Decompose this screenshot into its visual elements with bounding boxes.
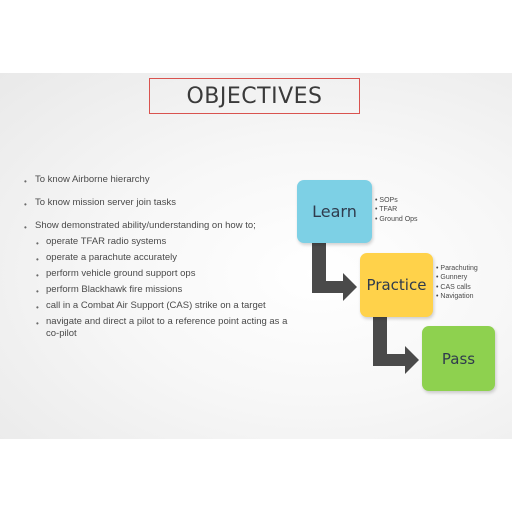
sub-bullet-dot: • <box>36 287 39 296</box>
slide-title: OBJECTIVES <box>186 83 323 109</box>
practice-item: Navigation <box>440 292 474 300</box>
slide: OBJECTIVES • To know Airborne hierarchy … <box>0 73 512 439</box>
practice-item: CAS calls <box>440 283 471 291</box>
bullet-dot: • <box>24 177 27 186</box>
pass-box: Pass <box>422 326 495 391</box>
learn-item: Ground Ops <box>379 215 418 223</box>
sub-objective-item: perform Blackhawk fire missions <box>46 284 183 295</box>
pass-label: Pass <box>441 349 476 368</box>
bullet-dot: • <box>24 223 27 232</box>
learn-item: TFAR <box>379 206 398 214</box>
objective-item: Show demonstrated ability/understanding … <box>35 220 256 231</box>
objective-item: To know Airborne hierarchy <box>35 174 150 185</box>
practice-item: Gunnery <box>440 274 468 282</box>
arrow-practice-to-pass <box>373 317 419 374</box>
bullet-dot: • <box>24 200 27 209</box>
sub-objective-item: call in a Combat Air Support (CAS) strik… <box>46 300 266 311</box>
practice-box: Practice <box>360 253 433 317</box>
learn-item: SOPs <box>379 197 398 204</box>
practice-label: Practice <box>366 276 427 294</box>
sub-bullet-dot: • <box>36 255 39 264</box>
sub-bullet-dot: • <box>36 271 39 280</box>
sub-objective-item-continuation: co-pilot <box>46 328 77 339</box>
title-box: OBJECTIVES <box>149 78 360 114</box>
learn-label: Learn <box>312 202 357 221</box>
sub-objective-item: perform vehicle ground support ops <box>46 268 196 279</box>
practice-item: Parachuting <box>440 265 478 272</box>
sub-bullet-dot: • <box>36 239 39 248</box>
arrow-learn-to-practice <box>312 243 357 301</box>
learn-box: Learn <box>297 180 372 243</box>
sub-bullet-dot: • <box>36 303 39 312</box>
sub-bullet-dot: • <box>36 319 39 328</box>
process-arrows <box>312 243 419 374</box>
learn-items: • SOPs • TFAR • Ground Ops <box>375 197 418 223</box>
practice-items: • Parachuting • Gunnery • CAS calls • Na… <box>436 265 478 300</box>
sub-objective-item: navigate and direct a pilot to a referen… <box>46 316 288 327</box>
objective-item: To know mission server join tasks <box>35 197 176 208</box>
sub-objective-item: operate TFAR radio systems <box>46 236 167 247</box>
sub-objective-item: operate a parachute accurately <box>46 252 177 263</box>
